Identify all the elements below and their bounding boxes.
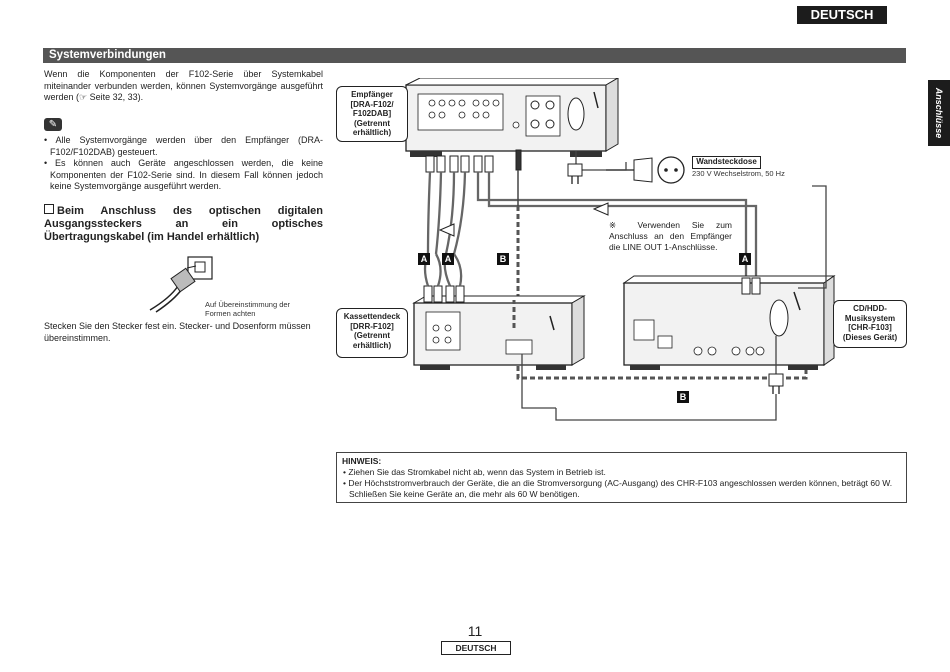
label-line: Kassettendeck (343, 312, 401, 321)
page-reference-icon: ☞ (79, 92, 88, 102)
label-line: (Getrennt (354, 331, 390, 340)
optical-heading: Beim Anschluss des optischen digitalen A… (44, 204, 323, 244)
tag-b: B (677, 391, 689, 403)
label-line: F102DAB] (352, 109, 392, 118)
analog-cables (426, 171, 758, 278)
intro-text-a: Wenn die Komponenten der F102-Serie über… (44, 69, 323, 102)
caption-line: Formen achten (205, 309, 256, 318)
section-title: Systemverbindungen (43, 48, 906, 63)
cd-label: CD/HDD- Musiksystem [CHR-F103] (Dieses G… (833, 300, 907, 348)
ac-plug-icon (567, 163, 583, 184)
note-symbol: ※ (609, 220, 626, 230)
footer-language-tab: DEUTSCH (441, 641, 511, 655)
label-line: Musiksystem (844, 313, 896, 323)
label-line: [CHR-F103] (848, 323, 892, 332)
hinweis-item: • Der Höchststromverbrauch der Geräte, d… (343, 478, 893, 499)
language-tab: DEUTSCH (797, 6, 887, 24)
tag-b: B (497, 253, 509, 265)
wall-outlet-label: Wandsteckdose (692, 156, 761, 169)
receiver-rca-plugs (425, 149, 522, 173)
caption-line: Auf Übereinstimmung der (205, 300, 291, 309)
bullet-item: • Es können auch Geräte angeschlossen we… (44, 158, 323, 191)
label-line: [DRA-F102/ (350, 99, 394, 109)
side-section-tab: Anschlüsse (928, 80, 950, 146)
tag-a: A (418, 253, 430, 265)
cassette-deck-unit (412, 295, 586, 370)
receiver-unit (405, 78, 619, 157)
line-out-note: ※ Verwenden Sie zum Anschluss an den Emp… (609, 220, 732, 253)
wall-outlet-icon (606, 156, 685, 184)
hinweis-title: HINWEIS: (342, 456, 382, 466)
intro-text-b: Seite 32, 33). (87, 92, 144, 102)
tag-a: A (442, 253, 454, 265)
line-out-note-text: Verwenden Sie zum Anschluss an den Empfä… (609, 220, 732, 252)
optical-heading-text: Beim Anschluss des optischen digitalen A… (44, 205, 323, 243)
label-line: Empfänger (351, 90, 393, 99)
cassette-label: Kassettendeck [DRR-F102] (Getrennt erhäl… (336, 308, 408, 358)
label-line: [DRR-F102] (350, 321, 394, 331)
cd-hdd-unit (622, 275, 836, 370)
optical-plug-illustration (149, 256, 213, 313)
hinweis-box: HINWEIS: • Ziehen Sie das Stromkabel nic… (336, 452, 907, 503)
bullet-item: • Alle Systemvorgänge werden über den Em… (44, 135, 323, 157)
cd-rca-plugs (741, 277, 761, 295)
receiver-label: Empfänger [DRA-F102/ F102DAB] (Getrennt … (336, 86, 408, 142)
wall-outlet-spec: 230 V Wechselstrom, 50 Hz (692, 169, 785, 178)
intro-paragraph: Wenn die Komponenten der F102-Serie über… (44, 69, 323, 104)
note-bullets: • Alle Systemvorgänge werden über den Em… (44, 135, 323, 193)
label-line: CD/HDD- (853, 304, 887, 313)
optical-cable (516, 206, 808, 380)
label-line: erhältlich) (352, 340, 392, 350)
optical-instruction: Stecken Sie den Stecker fest ein. Stecke… (44, 321, 311, 343)
pencil-icon: ✎ (44, 118, 62, 131)
system-connection-diagram (405, 78, 836, 421)
side-tab-label: Anschlüsse (934, 87, 944, 139)
tag-a: A (739, 253, 751, 265)
page-number: 11 (467, 623, 483, 639)
ac-plug-icon (768, 373, 784, 394)
power-cable-receiver (575, 151, 627, 171)
hinweis-item: • Ziehen Sie das Stromkabel nicht ab, we… (343, 467, 606, 477)
label-line: (Getrennt (354, 118, 390, 128)
checkbox-square-icon (44, 204, 54, 214)
label-line: (Dieses Gerät) (842, 332, 898, 342)
label-line: erhältlich) (352, 128, 392, 137)
